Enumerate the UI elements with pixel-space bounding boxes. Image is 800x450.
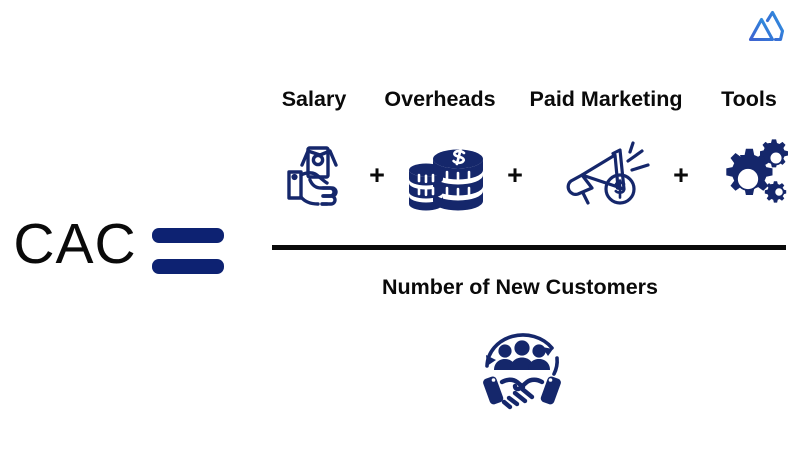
- cac-term: CAC: [13, 212, 137, 276]
- operator-plus-1: +: [369, 159, 385, 190]
- fraction-bar: [272, 245, 786, 250]
- numerator-label-paid-marketing: Paid Marketing: [529, 87, 683, 111]
- numerator-label-salary: Salary: [281, 87, 347, 111]
- operator-plus-2: +: [507, 159, 523, 190]
- numerator-labels: Salary Overheads Paid Marketing Tools: [246, 82, 794, 116]
- denominator-label: Number of New Customers: [382, 275, 658, 299]
- hand-holding-cash-icon: [274, 130, 358, 220]
- equals-sign: [152, 228, 224, 278]
- gears-icon: [706, 130, 792, 220]
- numerator-label-overheads: Overheads: [384, 87, 496, 111]
- megaphone-dollar-icon: [552, 130, 660, 220]
- numerator-icons: +: [246, 130, 794, 220]
- formula-fraction: Salary Overheads Paid Marketing Tools: [246, 60, 794, 420]
- handshake-customers-icon: [470, 318, 574, 414]
- equals-bar-top: [152, 228, 224, 243]
- brand-logo: [746, 10, 786, 46]
- coin-stacks-dollar-icon: [398, 130, 494, 220]
- numerator-label-tools: Tools: [721, 87, 777, 111]
- equals-bar-bottom: [152, 259, 224, 274]
- operator-plus-3: +: [673, 159, 689, 190]
